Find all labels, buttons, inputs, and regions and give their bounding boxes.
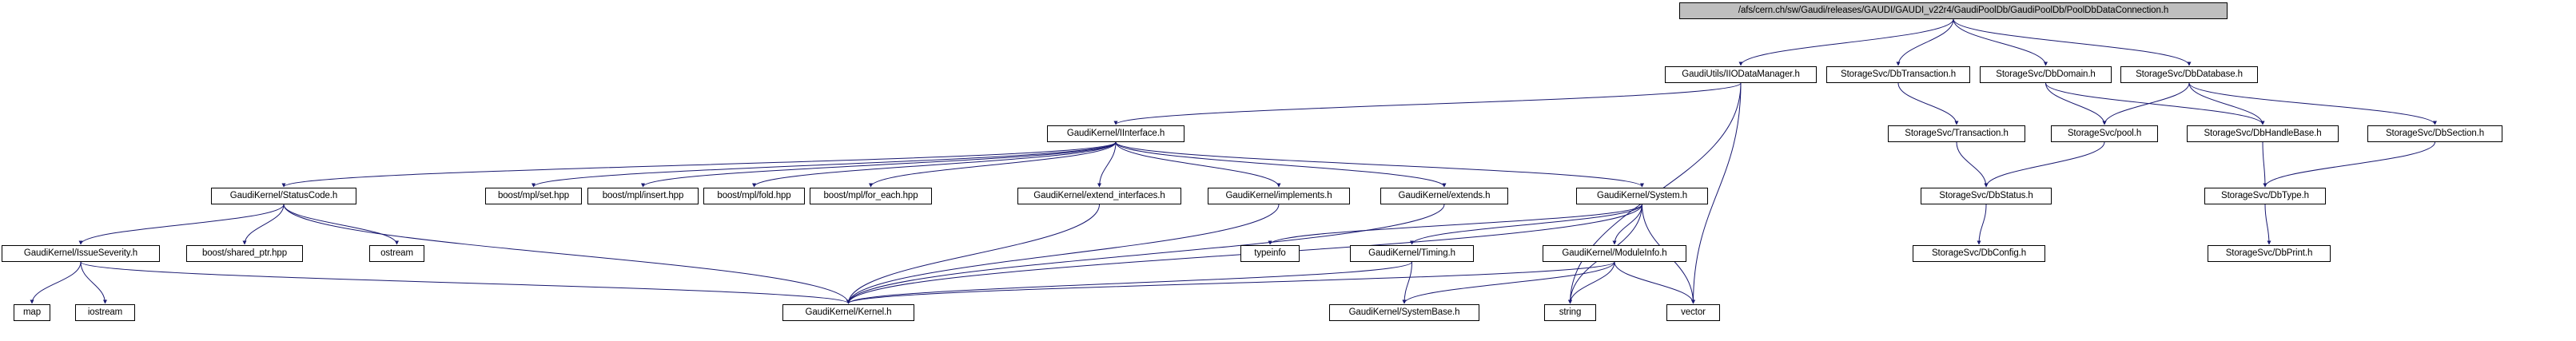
graph-edge <box>30 261 82 304</box>
graph-node-dbdatabase[interactable]: StorageSvc/DbDatabase.h <box>2120 66 2258 83</box>
graph-node-iostream[interactable]: iostream <box>75 304 135 321</box>
graph-edge <box>752 141 1117 188</box>
graph-node-statuscode[interactable]: GaudiKernel/StatusCode.h <box>211 188 356 204</box>
graph-edge <box>846 204 1280 304</box>
graph-node-root[interactable]: /afs/cern.ch/sw/Gaudi/releases/GAUDI/GAU… <box>1679 2 2228 19</box>
graph-edge <box>1097 141 1117 188</box>
graph-edge <box>78 204 285 245</box>
graph-edge <box>846 261 1615 304</box>
graph-edge <box>2262 141 2267 188</box>
graph-node-dbconfig[interactable]: StorageSvc/DbConfig.h <box>1913 245 2045 262</box>
graph-node-dbprint[interactable]: StorageSvc/DbPrint.h <box>2208 245 2331 262</box>
graph-node-sharedptr[interactable]: boost/shared_ptr.hpp <box>186 245 303 262</box>
graph-edge <box>283 204 399 245</box>
graph-edge <box>1402 261 1615 304</box>
graph-edge <box>2188 82 2265 125</box>
graph-node-transaction[interactable]: StorageSvc/Transaction.h <box>1888 125 2025 142</box>
graph-node-mplinsert[interactable]: boost/mpl/insert.hpp <box>587 188 699 204</box>
graph-node-vector[interactable]: vector <box>1666 304 1720 321</box>
graph-node-dbhandlebase[interactable]: StorageSvc/DbHandleBase.h <box>2187 125 2339 142</box>
graph-node-dbtransaction[interactable]: StorageSvc/DbTransaction.h <box>1826 66 1970 83</box>
graph-edge <box>281 141 1117 188</box>
graph-edge <box>2045 82 2107 125</box>
graph-node-implements[interactable]: GaudiKernel/implements.h <box>1208 188 1350 204</box>
graph-edge <box>1977 204 1987 245</box>
graph-edge <box>1115 141 1447 188</box>
graph-node-system[interactable]: GaudiKernel/System.h <box>1576 188 1708 204</box>
graph-edge <box>1984 141 2105 188</box>
graph-node-dbdomain[interactable]: StorageSvc/DbDomain.h <box>1980 66 2112 83</box>
graph-edge <box>869 141 1117 188</box>
graph-edge <box>1953 18 2048 66</box>
graph-edge <box>283 204 850 304</box>
graph-node-moduleinfo[interactable]: GaudiKernel/ModuleInfo.h <box>1543 245 1686 262</box>
graph-edge <box>532 141 1117 188</box>
graph-edge <box>1115 141 1281 188</box>
graph-edge <box>1738 18 1954 66</box>
graph-edge <box>1402 261 1412 304</box>
graph-edge <box>2188 82 2437 125</box>
graph-edge <box>1896 18 1954 66</box>
graph-edge <box>1568 261 1615 304</box>
graph-edge <box>1956 141 1989 188</box>
graph-node-mplset[interactable]: boost/mpl/set.hpp <box>485 188 582 204</box>
graph-node-timing[interactable]: GaudiKernel/Timing.h <box>1350 245 1474 262</box>
graph-node-systembase[interactable]: GaudiKernel/SystemBase.h <box>1329 304 1479 321</box>
graph-edge <box>80 261 850 304</box>
graph-edge <box>846 261 1412 304</box>
graph-node-dbstatus[interactable]: StorageSvc/DbStatus.h <box>1921 188 2052 204</box>
graph-node-issueseverity[interactable]: GaudiKernel/IssueSeverity.h <box>2 245 160 262</box>
graph-edge <box>1410 204 1642 245</box>
graph-node-extends[interactable]: GaudiKernel/extends.h <box>1380 188 1508 204</box>
graph-edge <box>2102 82 2190 125</box>
graph-edge <box>641 141 1117 188</box>
graph-node-mplfold[interactable]: boost/mpl/fold.hpp <box>703 188 805 204</box>
graph-node-pool[interactable]: StorageSvc/pool.h <box>2051 125 2158 142</box>
graph-node-iinterface[interactable]: GaudiKernel/IInterface.h <box>1047 125 1184 142</box>
graph-node-ostream[interactable]: ostream <box>369 245 424 262</box>
graph-node-dbsection[interactable]: StorageSvc/DbSection.h <box>2367 125 2502 142</box>
graph-node-typeinfo[interactable]: typeinfo <box>1240 245 1300 262</box>
graph-edge <box>1897 82 1959 125</box>
graph-edge <box>242 204 285 245</box>
graph-node-extendifaces[interactable]: GaudiKernel/extend_interfaces.h <box>1017 188 1181 204</box>
graph-edge <box>1953 18 2192 66</box>
graph-edge <box>1115 141 1644 188</box>
graph-edge <box>1612 204 1642 245</box>
graph-node-iiodatamanager[interactable]: GaudiUtils/IIODataManager.h <box>1665 66 1817 83</box>
graph-edge <box>2263 141 2435 188</box>
graph-edge <box>1113 82 1742 125</box>
graph-node-dbtype[interactable]: StorageSvc/DbType.h <box>2204 188 2326 204</box>
graph-node-kernel[interactable]: GaudiKernel/Kernel.h <box>782 304 914 321</box>
graph-edge <box>846 204 1100 304</box>
graph-node-string[interactable]: string <box>1544 304 1596 321</box>
graph-edge <box>2045 82 2265 125</box>
graph-node-mplforeach[interactable]: boost/mpl/for_each.hpp <box>810 188 932 204</box>
graph-node-map[interactable]: map <box>14 304 50 321</box>
graph-edge <box>80 261 107 304</box>
graph-edge <box>2264 204 2271 245</box>
graph-edge <box>1268 204 1642 245</box>
graph-edge <box>1614 261 1695 304</box>
